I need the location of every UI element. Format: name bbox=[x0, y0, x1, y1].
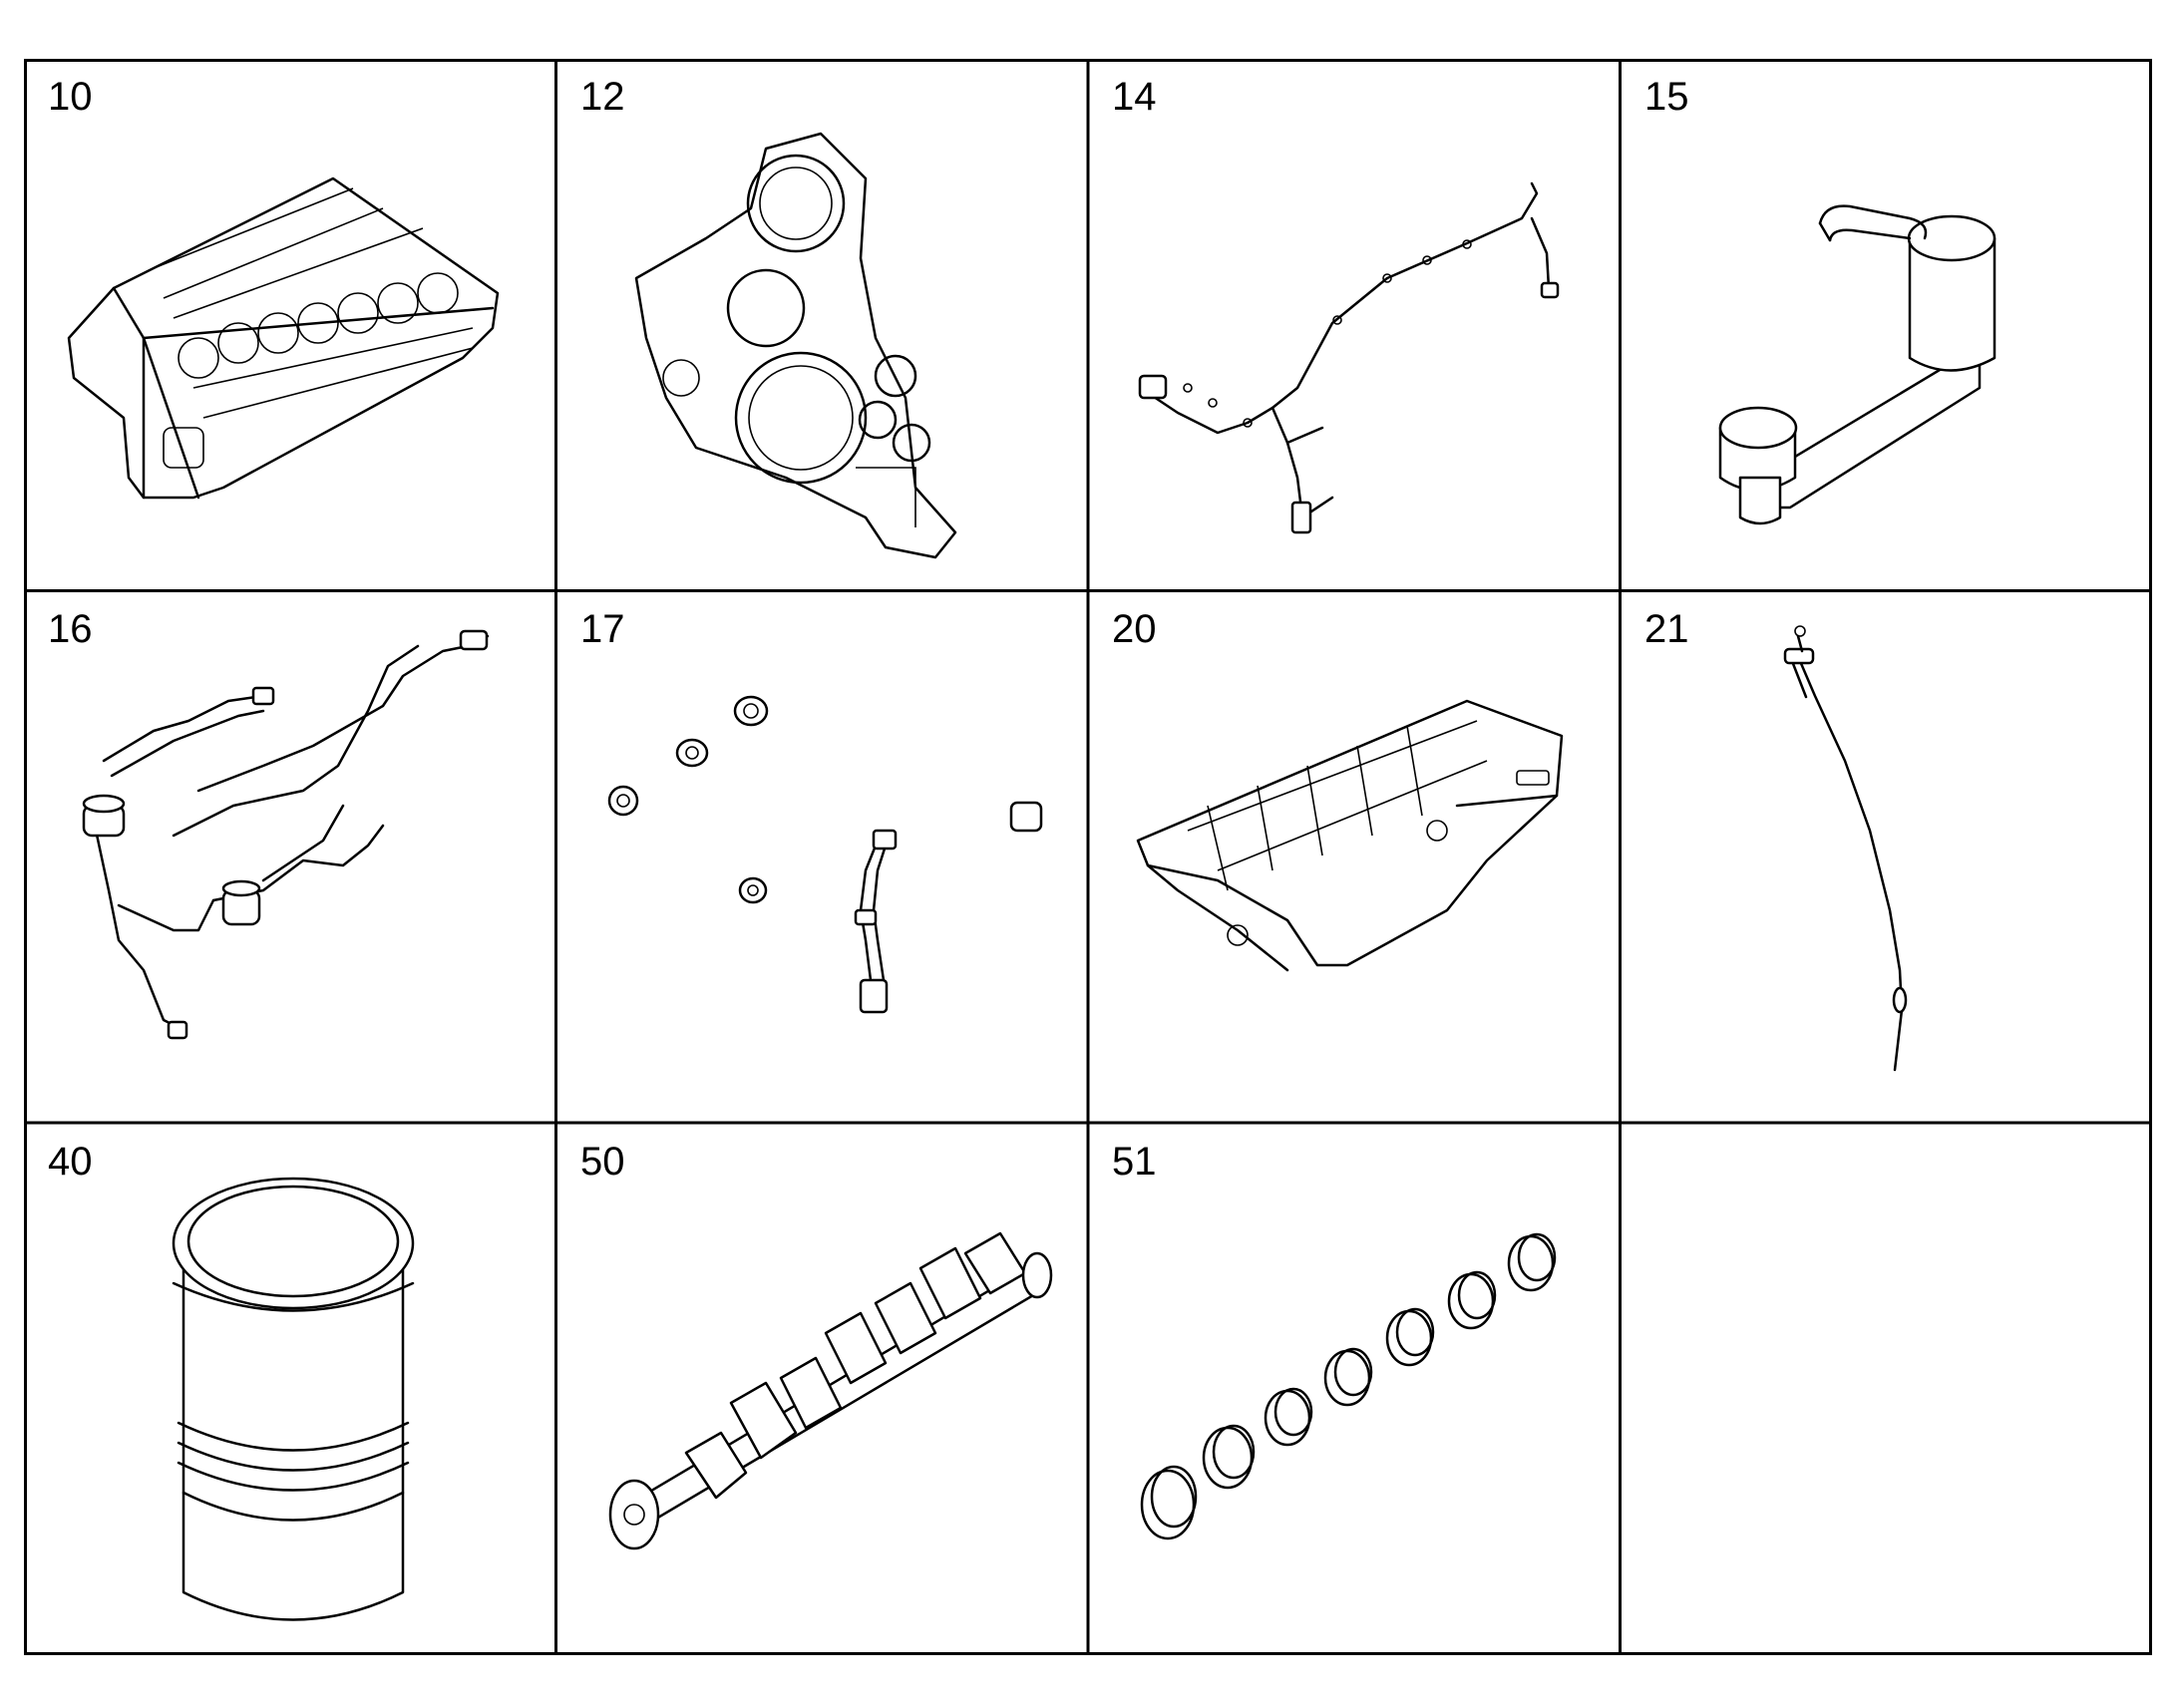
panel-51: 51 bbox=[1088, 1124, 1620, 1655]
panel-15: 15 bbox=[1621, 59, 2152, 590]
plugs-sensor-drawing bbox=[607, 695, 1043, 1014]
bearing-rings-drawing bbox=[1140, 1232, 1557, 1540]
engine-block-drawing bbox=[67, 176, 500, 500]
wiring-harness-drawing bbox=[1138, 181, 1560, 534]
oil-pan-drawing bbox=[1136, 699, 1564, 972]
dipstick-drawing bbox=[1783, 625, 1908, 1072]
grid-lines bbox=[24, 59, 2152, 1655]
panel-number: 50 bbox=[580, 1140, 625, 1184]
panel-number: 17 bbox=[580, 607, 625, 651]
parts-grid: 10 12 bbox=[24, 59, 2152, 1655]
panel-number: 20 bbox=[1112, 607, 1157, 651]
crankshaft-drawing bbox=[608, 1231, 1053, 1550]
panel-number: 12 bbox=[580, 75, 625, 119]
timing-gear-housing-drawing bbox=[634, 132, 957, 559]
panel-number: 40 bbox=[48, 1140, 93, 1184]
panel-number: 21 bbox=[1644, 607, 1689, 651]
panel-number: 51 bbox=[1112, 1140, 1157, 1184]
fuel-line-drawing bbox=[82, 629, 490, 1040]
panel-number: 15 bbox=[1644, 75, 1689, 119]
panel-40: 40 bbox=[24, 1124, 555, 1655]
panel-10: 10 bbox=[24, 59, 555, 590]
panel-16: 16 bbox=[24, 591, 555, 1123]
panel-14: 14 bbox=[1088, 59, 1620, 590]
panel-empty bbox=[1621, 1124, 2152, 1655]
panel-17: 17 bbox=[556, 591, 1088, 1123]
panel-number: 16 bbox=[48, 607, 93, 651]
oil-cooler-drawing bbox=[1718, 204, 1997, 525]
cylinder-liner-drawing bbox=[172, 1177, 415, 1621]
panel-50: 50 bbox=[556, 1124, 1088, 1655]
panel-12: 12 bbox=[556, 59, 1088, 590]
panel-21: 21 bbox=[1621, 591, 2152, 1123]
panel-20: 20 bbox=[1088, 591, 1620, 1123]
panel-number: 14 bbox=[1112, 75, 1157, 119]
panel-number: 10 bbox=[48, 75, 93, 119]
